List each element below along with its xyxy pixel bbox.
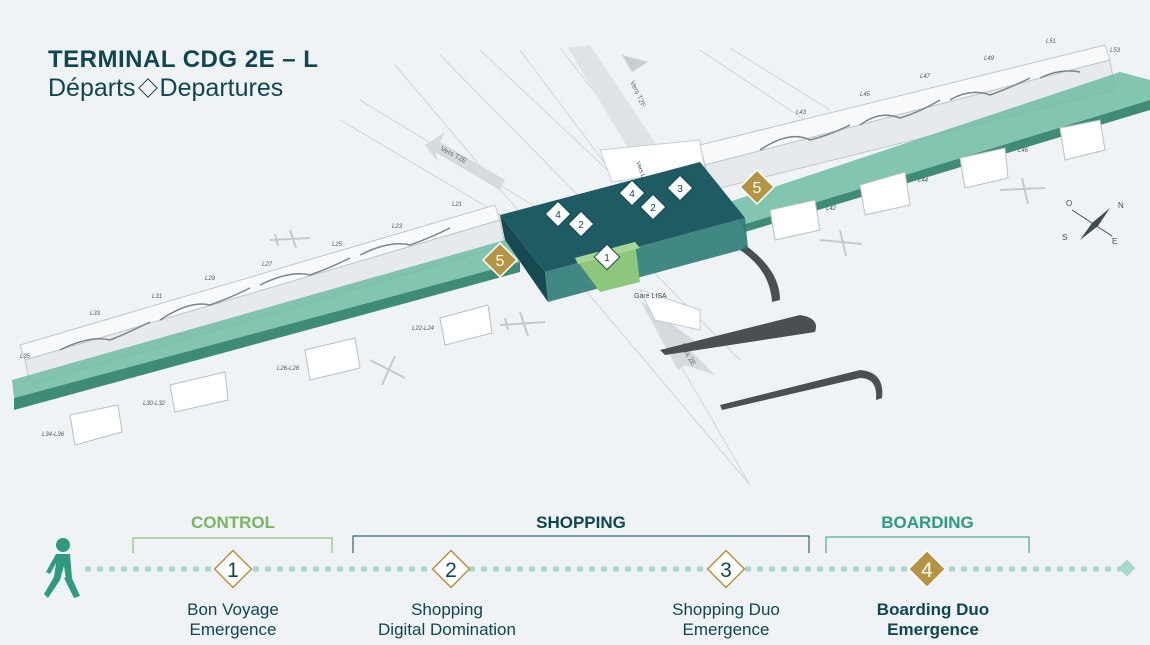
compass-e: E <box>1112 237 1117 246</box>
gate-label: L44 <box>918 178 929 184</box>
step-4-diamond: 4 <box>907 549 947 589</box>
phase-control: CONTROL <box>190 513 276 532</box>
road-label-t2f: Vers T2F <box>628 80 646 109</box>
gate-label: L29 <box>205 276 216 282</box>
svg-text:3: 3 <box>720 559 732 582</box>
gate-label: L49 <box>984 56 995 62</box>
compass-o: O <box>1066 199 1072 208</box>
gate-label: L35 <box>20 354 31 360</box>
step-1-diamond: 1 <box>213 549 253 589</box>
svg-text:1: 1 <box>604 253 610 264</box>
marker-2b: 2 <box>639 193 667 221</box>
marker-1: 1 <box>593 243 621 271</box>
gare-label: Gare LISA <box>634 293 667 300</box>
gate-label: L43 <box>796 110 807 116</box>
page-subtitle: Départs Departures <box>48 74 283 103</box>
gate-label: L30-L32 <box>143 401 166 407</box>
svg-text:2: 2 <box>445 559 457 582</box>
marker-4: 4 <box>544 200 572 228</box>
step-2-diamond: 2 <box>431 549 471 589</box>
compass-icon: N S E O <box>1062 199 1124 246</box>
phase-boarding: BOARDING <box>881 513 974 532</box>
compass-s: S <box>1062 233 1067 242</box>
pier-left: L35 L33 L31 L29 L27 L25 L23 L21 L34-L36 … <box>12 202 520 446</box>
gate-label: L47 <box>920 74 931 80</box>
gate-label: L51 <box>1046 39 1056 45</box>
svg-text:4: 4 <box>555 210 561 221</box>
gate-label: L27 <box>262 262 273 268</box>
airplane-icons <box>269 177 1046 386</box>
marker-2: 2 <box>567 210 595 238</box>
airplane-icon <box>819 229 863 257</box>
airplane-icon <box>269 229 311 249</box>
jet-bridges-right <box>769 119 1106 241</box>
page-title: TERMINAL CDG 2E – L <box>48 46 319 73</box>
airplane-icon <box>369 355 406 386</box>
gate-label: L25 <box>332 242 343 248</box>
gate-label: L42 <box>826 206 837 212</box>
journey-end-diamond-icon <box>1118 559 1136 577</box>
gate-label: L46 <box>1018 148 1029 154</box>
gate-label: L53 <box>1110 48 1121 54</box>
airplane-icon <box>499 311 546 337</box>
gate-label: L33 <box>90 311 101 317</box>
svg-text:2: 2 <box>578 220 584 231</box>
svg-text:5: 5 <box>496 253 505 270</box>
phase-shopping: SHOPPING <box>536 513 626 532</box>
walking-person-icon <box>44 538 80 598</box>
marker-4b: 4 <box>618 179 646 207</box>
central-hall <box>500 162 748 302</box>
gate-label: L31 <box>152 294 162 300</box>
step-3-diamond: 3 <box>706 549 746 589</box>
gate-label: L34-L36 <box>42 432 65 438</box>
subtitle-fr: Départs <box>48 74 136 102</box>
svg-text:1: 1 <box>227 559 239 582</box>
shopping-bracket <box>352 535 810 553</box>
map-markers: 1 2 3 4 2 4 5 5 <box>481 168 776 279</box>
gate-label: L45 <box>860 92 871 98</box>
svg-text:4: 4 <box>629 189 635 200</box>
svg-text:3: 3 <box>677 184 683 195</box>
marker-5-right: 5 <box>738 168 776 206</box>
pier-right: L43 L45 L47 L49 L51 L53 L42 L44 L46 <box>699 39 1150 241</box>
subtitle-en: Departures <box>159 74 284 102</box>
svg-text:5: 5 <box>753 180 762 197</box>
boarding-bracket <box>825 536 1030 553</box>
gate-label: L23 <box>392 224 403 230</box>
journey-timeline: 1 2 3 4 <box>44 535 1136 598</box>
parking: Gare LISA <box>634 245 883 410</box>
control-bracket <box>132 537 333 553</box>
compass-n: N <box>1118 201 1124 210</box>
svg-text:4: 4 <box>921 559 933 582</box>
airplane-icon <box>999 177 1046 205</box>
svg-text:2: 2 <box>650 203 656 214</box>
gate-label: L21 <box>452 202 462 208</box>
gate-label: L22-L24 <box>412 326 435 332</box>
jet-bridges-left <box>69 304 493 446</box>
marker-3: 3 <box>666 174 694 202</box>
marker-5-left: 5 <box>481 241 519 279</box>
gate-label: L26-L28 <box>277 366 300 372</box>
